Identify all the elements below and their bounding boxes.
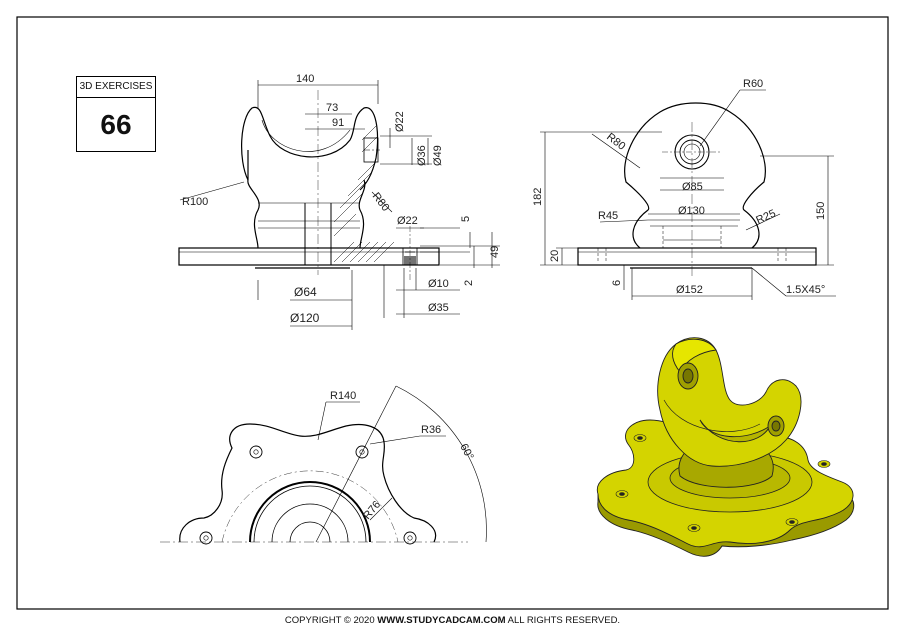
front-dimensions	[179, 80, 500, 330]
dim-angle-60: 60°	[457, 442, 475, 462]
dim-r45: R45	[598, 210, 618, 222]
top-hole	[249, 445, 263, 459]
sheet-border	[16, 16, 889, 610]
dim-6: 6	[611, 280, 623, 286]
copyright-footer: COPYRIGHT © 2020 WWW.STUDYCADCAM.COM ALL…	[0, 615, 905, 626]
side-body	[624, 102, 766, 249]
dim-dia120: Ø120	[290, 311, 320, 325]
copyright-prefix: COPYRIGHT © 2020	[284, 615, 375, 626]
side-dimensions	[540, 89, 836, 300]
dim-r80-front: R80	[370, 190, 392, 213]
isometric-model	[596, 337, 855, 557]
side-base-flange	[577, 247, 817, 266]
model-flange-holes	[615, 434, 831, 532]
dim-dia85: Ø85	[682, 181, 703, 193]
dim-r25: R25	[754, 208, 777, 227]
top-hole	[355, 445, 369, 459]
exercise-badge: 3D EXERCISES 66	[76, 76, 156, 152]
dim-dia35: Ø35	[428, 302, 449, 314]
front-view	[178, 80, 500, 330]
dim-2: 2	[463, 280, 475, 286]
dim-49: 49	[489, 246, 501, 258]
dim-dia22-hole: Ø22	[397, 215, 418, 227]
dim-20: 20	[549, 250, 561, 262]
copyright-suffix: ALL RIGHTS RESERVED.	[507, 615, 621, 626]
dim-r36: R36	[421, 424, 441, 436]
dim-73: 73	[326, 102, 338, 114]
top-dimensions	[315, 385, 487, 543]
top-hole	[199, 531, 213, 545]
top-hole	[403, 531, 417, 545]
website-link[interactable]: WWW.STUDYCADCAM.COM	[377, 615, 506, 626]
dim-r140: R140	[330, 390, 356, 402]
front-neck	[247, 150, 366, 249]
front-dimension-labels: 140 73 91 Ø22 Ø36 Ø49 R100 R80 Ø22 5 49 …	[182, 73, 501, 325]
dim-dia36: Ø36	[416, 145, 428, 166]
dim-5: 5	[460, 216, 472, 222]
dim-182: 182	[532, 188, 544, 206]
dim-r100: R100	[182, 196, 208, 208]
top-view	[160, 385, 487, 545]
front-cradle	[241, 106, 379, 191]
top-dimension-labels: R140 R36 60° R76	[330, 390, 476, 522]
dim-dia64: Ø64	[294, 285, 317, 299]
side-view	[540, 89, 836, 300]
dim-140: 140	[296, 73, 314, 85]
front-base-flange	[178, 247, 440, 266]
badge-label: 3D EXERCISES	[77, 77, 155, 98]
dim-r80-side: R80	[604, 131, 627, 153]
dim-dia22-top: Ø22	[394, 111, 406, 132]
dim-r60: R60	[743, 78, 763, 90]
top-outline	[179, 423, 437, 543]
exercise-number: 66	[100, 109, 132, 140]
top-boss	[249, 481, 371, 543]
front-section-hatch	[333, 125, 395, 263]
dim-dia130: Ø130	[678, 205, 705, 217]
dim-dia10: Ø10	[428, 278, 449, 290]
dim-150: 150	[815, 202, 827, 220]
dim-dia152: Ø152	[676, 284, 703, 296]
dim-chamfer: 1.5X45°	[786, 284, 825, 296]
dim-dia49: Ø49	[432, 145, 444, 166]
side-dimension-labels: R60 R80 Ø85 R45 Ø130 R25 182 150 20 6 Ø1…	[532, 78, 827, 296]
dim-91: 91	[332, 117, 344, 129]
